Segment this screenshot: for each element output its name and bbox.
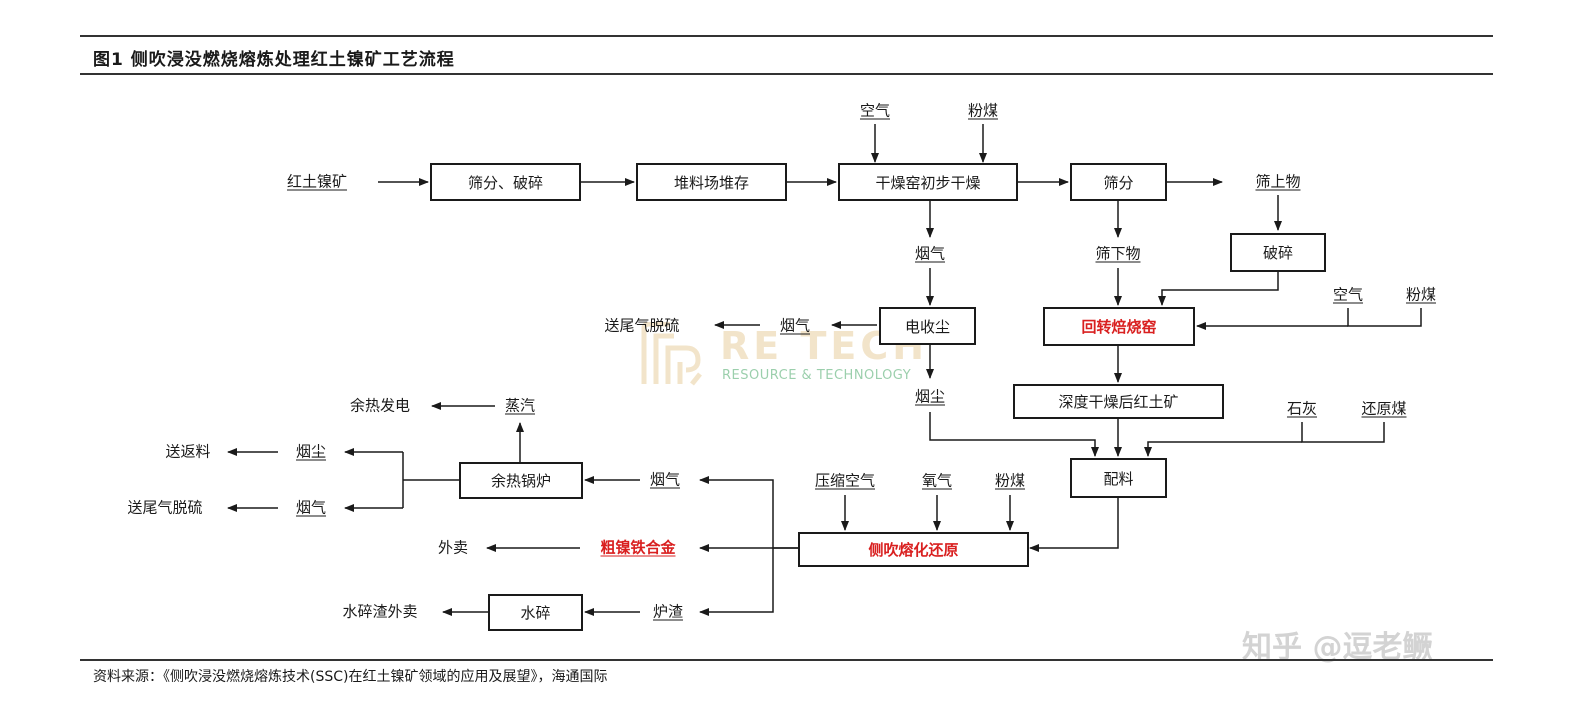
label-flue-gas-esp: 烟气 <box>779 316 811 335</box>
label-return-material: 送返料 <box>165 442 211 461</box>
label-flue-gas-ssc: 烟气 <box>649 470 681 489</box>
bottom-rule <box>80 659 1493 661</box>
box-ssc-smelting: 侧吹熔化还原 <box>798 532 1029 567</box>
figure-title: 图1 侧吹浸没燃烧熔炼处理红土镍矿工艺流程 <box>93 50 455 70</box>
label-air-kiln: 空气 <box>1332 285 1364 304</box>
label-coal-kiln: 粉煤 <box>1405 285 1437 304</box>
label-undersize: 筛下物 <box>1095 244 1141 263</box>
label-air-dryer: 空气 <box>859 101 891 120</box>
label-tail-gas-desulfurization-2: 送尾气脱硫 <box>127 498 203 517</box>
label-coal-dryer: 粉煤 <box>967 101 999 120</box>
title-rule <box>80 73 1493 75</box>
re-tech-logo-icon <box>641 322 702 386</box>
label-slag-sale: 水碎渣外卖 <box>342 602 418 621</box>
watermark-subtitle: RESOURCE & TECHNOLOGY <box>722 368 912 383</box>
label-reductant-coal: 还原煤 <box>1361 399 1407 418</box>
label-flue-gas-boiler: 烟气 <box>295 498 327 517</box>
label-coal-ssc: 粉煤 <box>994 471 1026 490</box>
label-oxygen: 氧气 <box>921 471 953 490</box>
source-note: 资料来源：《侧吹浸没燃烧熔炼技术(SSC)在红土镍矿领域的应用及展望》，海通国际 <box>93 669 608 685</box>
box-crush: 破碎 <box>1230 233 1326 272</box>
box-stockpile: 堆料场堆存 <box>636 163 787 201</box>
label-lime: 石灰 <box>1286 399 1318 418</box>
label-crude-ferronickel: 粗镍铁合金 <box>600 538 676 557</box>
box-deep-dried-ore: 深度干燥后红土矿 <box>1013 384 1224 419</box>
box-water-quench: 水碎 <box>488 594 583 631</box>
label-flue-gas-dryer: 烟气 <box>914 244 946 263</box>
box-rotary-kiln: 回转焙烧窑 <box>1043 307 1195 346</box>
label-tail-gas-desulfurization-1: 送尾气脱硫 <box>604 316 680 335</box>
label-waste-heat-power: 余热发电 <box>349 396 411 415</box>
label-dust-esp: 烟尘 <box>914 387 946 406</box>
top-rule <box>80 35 1493 37</box>
label-steam: 蒸汽 <box>504 396 536 415</box>
box-esp: 电收尘 <box>879 307 976 345</box>
label-dust-boiler: 烟尘 <box>295 442 327 461</box>
box-screen: 筛分 <box>1070 163 1167 201</box>
re-tech-watermark: RE TECH RESOURCE & TECHNOLOGY <box>640 320 940 390</box>
box-waste-heat-boiler: 余热锅炉 <box>459 462 583 499</box>
label-slag: 炉渣 <box>652 602 684 621</box>
label-oversize: 筛上物 <box>1255 172 1301 191</box>
box-dryer: 干燥窑初步干燥 <box>838 163 1018 201</box>
label-sale-ferronickel: 外卖 <box>437 538 469 557</box>
label-compressed-air: 压缩空气 <box>814 471 876 490</box>
box-crush-screen: 筛分、破碎 <box>430 163 581 201</box>
label-laterite-ore: 红土镍矿 <box>286 172 348 191</box>
box-batching: 配料 <box>1070 458 1167 498</box>
